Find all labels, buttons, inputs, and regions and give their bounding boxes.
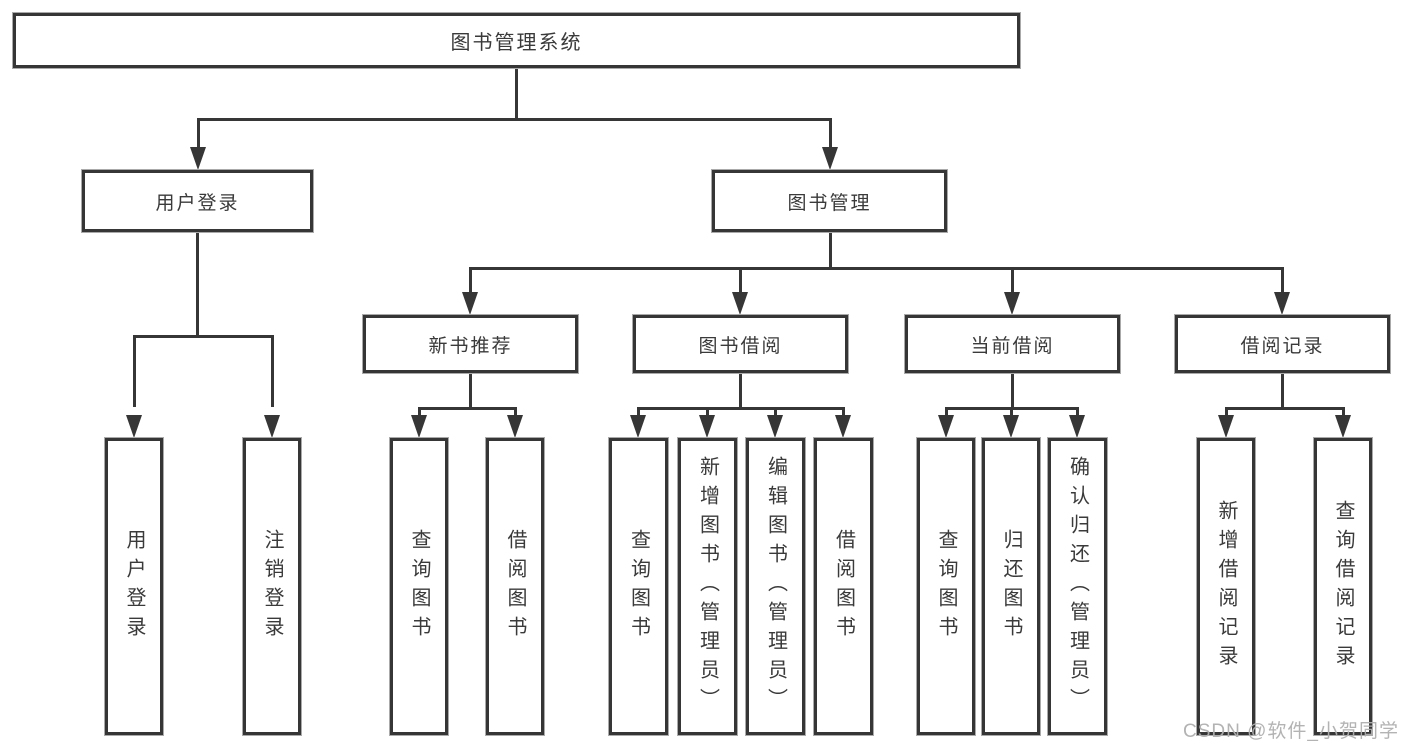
node-book-management-label: 图书管理 bbox=[787, 192, 872, 214]
node-current-borrow: 当前借阅 bbox=[905, 315, 1120, 373]
leaf-logout: 注销登录 bbox=[243, 438, 301, 735]
arrowhead-down-icon bbox=[264, 415, 280, 438]
leaf-bb-borrow-books-label: 借阅图书 bbox=[832, 528, 855, 645]
connector-line bbox=[1342, 407, 1345, 421]
arrowhead-down-icon bbox=[835, 415, 851, 438]
connector-line bbox=[1011, 373, 1014, 410]
connector-line bbox=[1281, 373, 1284, 410]
leaf-bb-query-books-label: 查询图书 bbox=[627, 528, 650, 645]
leaf-br-add-record-label: 新增借阅记录 bbox=[1215, 499, 1237, 674]
connector-line bbox=[774, 407, 777, 421]
connector-line bbox=[515, 66, 518, 120]
node-book-borrow: 图书借阅 bbox=[633, 315, 848, 373]
connector-line bbox=[829, 232, 832, 270]
leaf-bb-query-books: 查询图书 bbox=[609, 438, 668, 735]
leaf-cb-confirm-return-label: 确认归还（管理员） bbox=[1066, 456, 1089, 717]
connector-line bbox=[271, 335, 274, 407]
leaf-cb-query-books: 查询图书 bbox=[917, 438, 975, 735]
arrowhead-down-icon bbox=[411, 415, 427, 438]
leaf-bb-edit-books-label: 编辑图书（管理员） bbox=[764, 456, 787, 717]
arrowhead-down-icon bbox=[190, 147, 206, 170]
connector-line bbox=[469, 267, 472, 295]
leaf-bb-borrow-books: 借阅图书 bbox=[814, 438, 873, 735]
connector-line bbox=[418, 407, 421, 421]
leaf-bb-edit-books: 编辑图书（管理员） bbox=[746, 438, 805, 735]
connector-line bbox=[637, 407, 640, 421]
connector-line bbox=[133, 335, 274, 338]
connector-line bbox=[842, 407, 845, 421]
connector-line bbox=[418, 407, 517, 410]
connector-line bbox=[945, 407, 948, 421]
connector-line bbox=[133, 335, 136, 407]
leaf-user-login-label: 用户登录 bbox=[123, 528, 145, 645]
connector-line bbox=[637, 407, 845, 410]
arrowhead-down-icon bbox=[767, 415, 783, 438]
leaf-cb-return-books-label: 归还图书 bbox=[1000, 528, 1022, 645]
node-new-book-recommend: 新书推荐 bbox=[363, 315, 578, 373]
leaf-bb-add-books: 新增图书（管理员） bbox=[678, 438, 737, 735]
arrowhead-down-icon bbox=[1069, 415, 1085, 438]
leaf-cb-return-books: 归还图书 bbox=[982, 438, 1040, 735]
connector-line bbox=[1011, 267, 1014, 295]
leaf-user-login: 用户登录 bbox=[105, 438, 163, 735]
connector-line bbox=[197, 118, 832, 121]
node-borrow-records: 借阅记录 bbox=[1175, 315, 1390, 373]
arrowhead-down-icon bbox=[1218, 415, 1234, 438]
leaf-br-query-record: 查询借阅记录 bbox=[1314, 438, 1372, 735]
connector-line bbox=[469, 373, 472, 410]
arrowhead-down-icon bbox=[822, 147, 838, 170]
leaf-logout-label: 注销登录 bbox=[261, 528, 283, 645]
node-book-management: 图书管理 bbox=[712, 170, 947, 232]
arrowhead-down-icon bbox=[1335, 415, 1351, 438]
connector-line bbox=[1225, 407, 1344, 410]
connector-line bbox=[514, 407, 517, 421]
node-book-borrow-label: 图书借阅 bbox=[698, 335, 783, 357]
arrowhead-down-icon bbox=[1274, 292, 1290, 315]
arrowhead-down-icon bbox=[462, 292, 478, 315]
leaf-nbr-borrow-books-label: 借阅图书 bbox=[504, 528, 526, 645]
connector-line bbox=[1076, 407, 1079, 421]
connector-line bbox=[196, 232, 199, 337]
arrowhead-down-icon bbox=[126, 415, 142, 438]
connector-line bbox=[739, 267, 742, 295]
leaf-nbr-query-books: 查询图书 bbox=[390, 438, 448, 735]
arrowhead-down-icon bbox=[630, 415, 646, 438]
connector-line bbox=[1010, 407, 1013, 421]
arrowhead-down-icon bbox=[507, 415, 523, 438]
leaf-br-query-record-label: 查询借阅记录 bbox=[1332, 499, 1354, 674]
node-borrow-records-label: 借阅记录 bbox=[1240, 335, 1325, 357]
node-root: 图书管理系统 bbox=[13, 13, 1020, 68]
arrowhead-down-icon bbox=[699, 415, 715, 438]
node-user-login-label: 用户登录 bbox=[155, 192, 240, 214]
leaf-cb-confirm-return: 确认归还（管理员） bbox=[1048, 438, 1107, 735]
connector-line bbox=[706, 407, 709, 421]
leaf-nbr-borrow-books: 借阅图书 bbox=[486, 438, 544, 735]
arrowhead-down-icon bbox=[938, 415, 954, 438]
node-new-book-recommend-label: 新书推荐 bbox=[428, 335, 513, 357]
connector-line bbox=[1225, 407, 1228, 421]
leaf-br-add-record: 新增借阅记录 bbox=[1197, 438, 1255, 735]
leaf-cb-query-books-label: 查询图书 bbox=[935, 528, 957, 645]
connector-line bbox=[197, 118, 200, 150]
leaf-bb-add-books-label: 新增图书（管理员） bbox=[696, 456, 719, 717]
connector-line bbox=[739, 373, 742, 410]
connector-line bbox=[829, 118, 832, 150]
node-root-label: 图书管理系统 bbox=[450, 32, 583, 54]
arrowhead-down-icon bbox=[1003, 415, 1019, 438]
arrowhead-down-icon bbox=[732, 292, 748, 315]
node-user-login: 用户登录 bbox=[82, 170, 313, 232]
leaf-nbr-query-books-label: 查询图书 bbox=[408, 528, 430, 645]
arrowhead-down-icon bbox=[1004, 292, 1020, 315]
node-current-borrow-label: 当前借阅 bbox=[970, 335, 1055, 357]
connector-line bbox=[469, 267, 1283, 270]
csdn-watermark: CSDN @软件_小贺同学 bbox=[1183, 721, 1399, 742]
connector-line bbox=[1281, 267, 1284, 295]
